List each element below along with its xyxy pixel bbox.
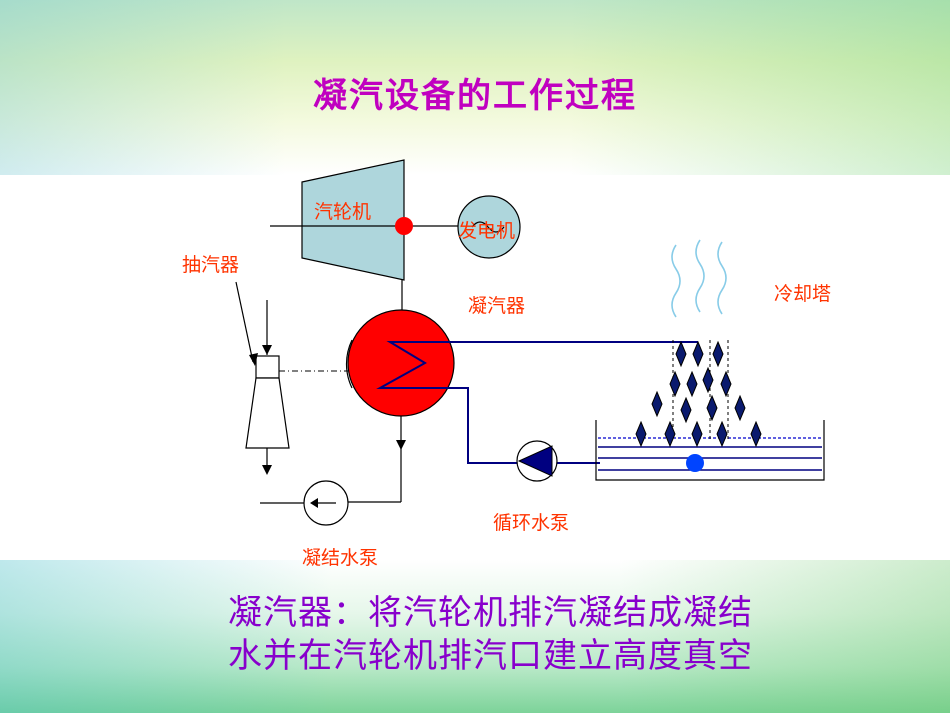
- drain-arrowhead: [396, 440, 406, 450]
- slide-title: 凝汽设备的工作过程: [313, 76, 637, 116]
- water-droplet: [706, 394, 718, 422]
- condenser-label: 凝汽器: [468, 295, 526, 317]
- condenser-back-rim: [345, 339, 353, 389]
- generator-circle: [457, 195, 521, 259]
- ejector-diffuser: [245, 377, 290, 449]
- basin-outlet-dot: [686, 454, 704, 472]
- condensate-pump-label: 凝结水泵: [302, 547, 379, 569]
- water-droplet: [669, 370, 681, 398]
- circulating-pump-label: 循环水泵: [493, 512, 570, 534]
- cooling-tower-label: 冷却塔: [774, 283, 832, 305]
- shaft-coupling-dot: [395, 217, 413, 235]
- ejector-inlet-arrowhead: [262, 345, 272, 355]
- water-droplet: [692, 340, 704, 368]
- water-droplet: [712, 340, 724, 368]
- water-droplet: [716, 420, 728, 448]
- cooling-tower-basin: [595, 420, 825, 481]
- water-droplet: [702, 366, 714, 394]
- condensate-pump-arrowhead: [310, 498, 318, 508]
- turbine-shape: [301, 159, 405, 281]
- generator-label: 发电机: [458, 220, 516, 242]
- water-droplet: [635, 420, 647, 448]
- steam-wisp: [695, 239, 705, 313]
- steam-wisps: [671, 239, 727, 318]
- caption-line-2: 水并在汽轮机排汽口建立高度真空: [228, 636, 753, 676]
- water-droplet: [680, 396, 692, 424]
- water-droplet: [691, 420, 703, 448]
- ejector-pointer-arrowhead: [249, 353, 258, 366]
- water-droplet: [675, 340, 687, 368]
- circulating-pump-arrow: [517, 445, 553, 477]
- condenser-cooling-coil: [376, 341, 698, 464]
- condenser-circle: [347, 309, 455, 417]
- steam-wisp: [717, 241, 727, 315]
- ejector-nozzle: [255, 355, 280, 379]
- water-droplet: [720, 370, 732, 398]
- water-droplet: [664, 420, 676, 448]
- top-background-band: [0, 0, 950, 175]
- generator-wave-icon: [471, 221, 505, 233]
- bottom-background-band: [0, 560, 950, 713]
- turbine-label: 汽轮机: [314, 201, 372, 223]
- ejector-label-pointer: [235, 281, 254, 363]
- ejector-label: 抽汽器: [182, 254, 240, 276]
- steam-wisp: [671, 244, 681, 318]
- water-droplet: [734, 394, 746, 422]
- water-droplet: [686, 370, 698, 398]
- caption-line-1: 凝汽器：将汽轮机排汽凝结成凝结: [228, 593, 753, 633]
- ejector-outlet-arrowhead: [262, 465, 272, 475]
- water-droplet: [750, 420, 762, 448]
- water-droplet: [651, 390, 663, 418]
- water-droplets: [635, 340, 762, 448]
